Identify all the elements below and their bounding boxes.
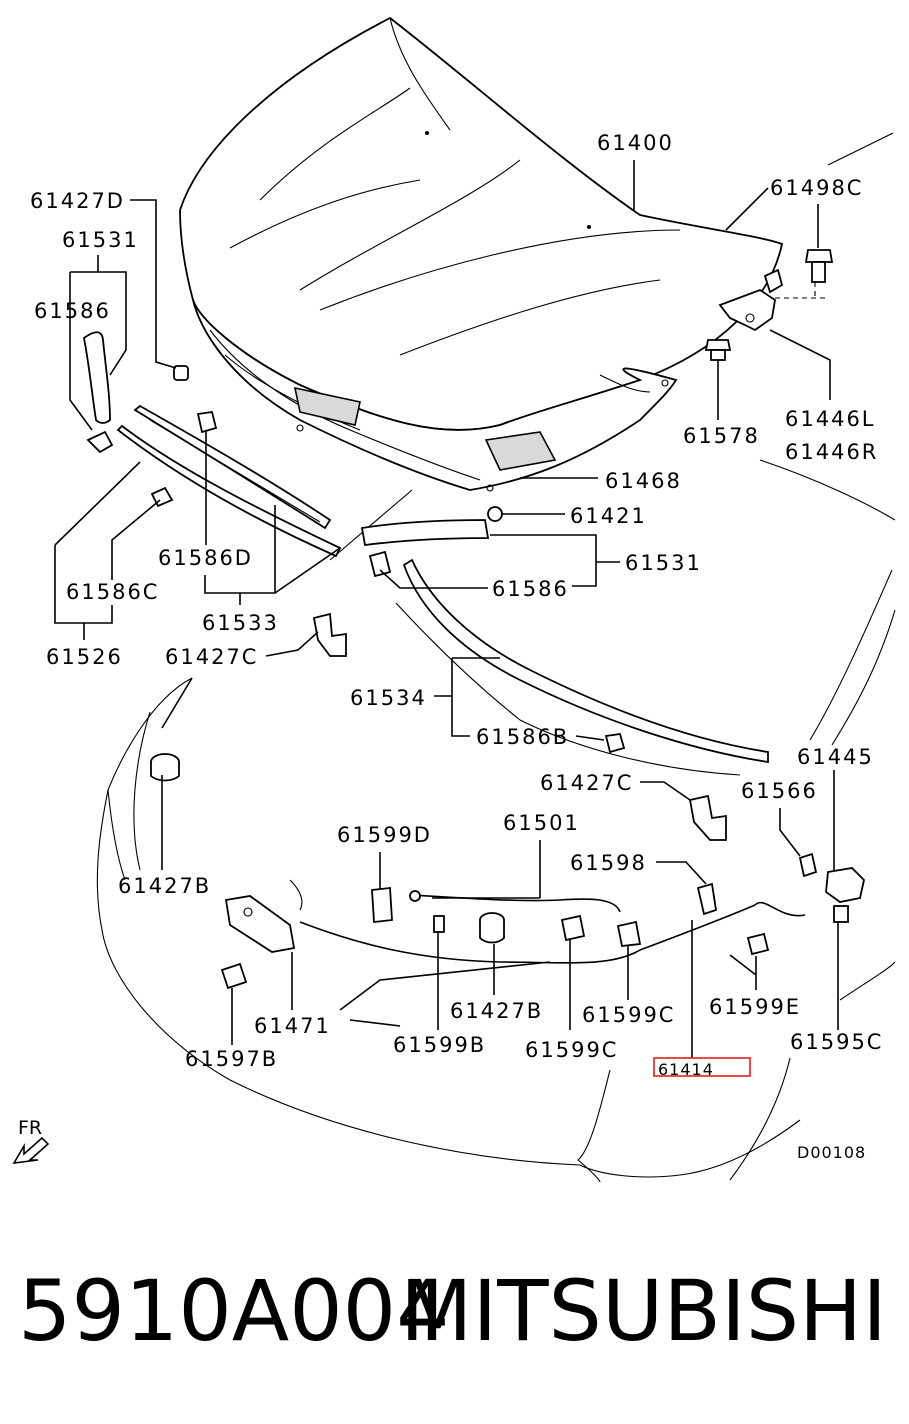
label-61526: 61526 [46, 645, 123, 669]
label-61427B-center: 61427B [450, 999, 543, 1023]
label-61566: 61566 [741, 779, 818, 803]
clip-61598 [696, 882, 718, 916]
cowl-seal-61526 [116, 424, 342, 558]
hood-hinge-61446 [718, 268, 784, 332]
label-61531-right: 61531 [625, 551, 702, 575]
label-61599E: 61599E [709, 995, 801, 1019]
part-info-footer: 5910A004 MITSUBISHI [0, 1262, 909, 1382]
label-61586-right: 61586 [492, 577, 569, 601]
bolt-61498C [775, 249, 834, 299]
label-61498C: 61498C [770, 176, 863, 200]
clip-61599C-b [616, 920, 642, 947]
label-61446L: 61446L [785, 407, 876, 431]
release-lever-61471 [224, 879, 303, 953]
label-61586-left: 61586 [34, 299, 111, 323]
label-61598: 61598 [570, 851, 647, 875]
hood-latch-61445 [825, 867, 865, 923]
label-61427C-lower: 61427C [540, 771, 633, 795]
clip-61599D [371, 887, 393, 923]
cowl-seal-61533 [133, 404, 332, 530]
leader-lines [54, 160, 839, 1058]
label-61586D: 61586D [158, 546, 253, 570]
label-61445: 61445 [797, 745, 874, 769]
label-61421: 61421 [570, 504, 647, 528]
stopper-61427B-left [150, 753, 180, 782]
cable-61501 [409, 890, 621, 913]
label-61446R: 61446R [785, 440, 878, 464]
highlight-box-61414 [653, 1057, 751, 1077]
label-61534: 61534 [350, 686, 427, 710]
label-61578: 61578 [683, 424, 760, 448]
label-61599B: 61599B [393, 1033, 486, 1057]
weatherstrip-right-61531 [360, 519, 490, 546]
part-labels: 61400 61498C 61427D 61531 61586 61446L 6… [12, 131, 883, 1164]
part-number: 5910A004 [18, 1262, 450, 1360]
bolt-61566 [798, 852, 818, 878]
clip-61599C-a [560, 914, 586, 942]
label-61595C: 61595C [790, 1030, 883, 1054]
label-61427D: 61427D [30, 189, 125, 213]
label-61501: 61501 [503, 811, 580, 835]
label-61599D: 61599D [337, 823, 432, 847]
label-61468: 61468 [605, 469, 682, 493]
label-61414: 61414 [658, 1060, 714, 1079]
label-61599C-lower: 61599C [525, 1038, 618, 1062]
clip-61586-right [368, 550, 392, 578]
label-61531-left: 61531 [62, 228, 139, 252]
label-61471: 61471 [254, 1014, 331, 1038]
bumper-61427C-upper [312, 612, 347, 657]
clip-61427D [173, 365, 189, 381]
label-61586C: 61586C [66, 580, 159, 604]
label-61427B-left: 61427B [118, 874, 211, 898]
brand-name: MITSUBISHI [399, 1262, 887, 1360]
car-body-outline [96, 132, 896, 1183]
cable-61414 [299, 902, 806, 964]
clip-61599B [433, 915, 445, 933]
bolt-61597B [220, 962, 248, 990]
label-61586B: 61586B [476, 725, 569, 749]
weatherstrip-61534 [402, 558, 769, 764]
label-61533: 61533 [202, 611, 279, 635]
bumper-61427C-lower [688, 794, 727, 841]
clip-61586D [196, 410, 218, 434]
stopper-61427B-center [479, 912, 505, 944]
weatherstrip-left-61531 [83, 331, 111, 424]
grommet-61578 [704, 339, 732, 361]
front-arrow-icon [12, 1136, 50, 1164]
hood-insulator-61468 [192, 299, 678, 492]
clip-61586-left [86, 430, 114, 454]
clip-61586B [604, 732, 626, 754]
clip-61599E [746, 932, 770, 956]
label-61599C-upper: 61599C [582, 1003, 675, 1027]
label-fr: FR [18, 1117, 42, 1139]
label-61427C-upper: 61427C [165, 645, 258, 669]
label-61597B: 61597B [185, 1047, 278, 1071]
hood-61400 [179, 16, 784, 431]
clip-61421 [487, 506, 503, 522]
diagram-code: D00108 [797, 1143, 866, 1162]
label-61400: 61400 [597, 131, 674, 155]
